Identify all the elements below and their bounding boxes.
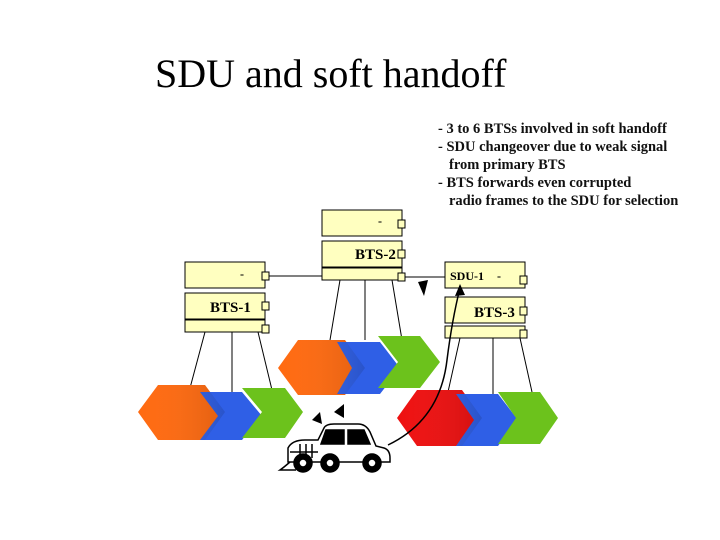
bts-1-station: - BTS-1 (184, 261, 273, 392)
pointer-triangle (312, 412, 322, 424)
note-line: radio frames to the SDU for selection (449, 193, 679, 209)
bts-3-cells (397, 390, 558, 446)
sdu-label: SDU-1 (450, 269, 484, 283)
antenna-line (447, 337, 461, 393)
bts-1-base-unit (184, 319, 266, 333)
connector-port (261, 301, 270, 311)
bts-2-station: - BTS-2 (321, 209, 406, 341)
bts-1-upper-unit (184, 261, 266, 289)
bts-3-main-unit (444, 296, 526, 324)
connector-port (519, 306, 528, 316)
bts-2-base-unit (321, 267, 403, 281)
bts-3-station: SDU-1 - BTS-3 (444, 261, 533, 395)
note-line: from primary BTS (449, 157, 566, 173)
bts-2-cells (278, 336, 440, 395)
bts-1-label: BTS-1 (210, 300, 251, 316)
slide-title: SDU and soft handoff (155, 51, 507, 96)
antenna-line (519, 337, 533, 393)
pointer-triangle (418, 280, 428, 296)
antenna-line (257, 331, 273, 391)
pointer-triangle (334, 404, 344, 418)
bts-2-top-mark: - (378, 214, 382, 228)
bts-3-base-unit (444, 325, 526, 339)
connector-port (519, 275, 528, 285)
sdu-unit (444, 261, 526, 289)
connector-port (397, 272, 406, 282)
cell-green (242, 388, 303, 438)
bts-1-top-mark: - (240, 267, 244, 281)
signal-path (387, 287, 461, 446)
bts-2-label: BTS-2 (355, 247, 396, 263)
antenna-line (329, 279, 341, 341)
note-line: - SDU changeover due to weak signal (438, 139, 668, 155)
connector-port (397, 249, 406, 259)
cell-green (498, 392, 558, 444)
bts-3-top-mark: - (497, 269, 501, 283)
cell-green (378, 336, 440, 388)
arrow-head (455, 284, 465, 296)
antenna-line (391, 279, 403, 341)
connector-port (519, 329, 528, 339)
antenna-line (189, 331, 206, 389)
bts-3-label: BTS-3 (474, 305, 515, 321)
bts-2-main-unit (321, 240, 403, 268)
notes-list: - 3 to 6 BTSs involved in soft handoff -… (438, 120, 678, 210)
bts-1-cells (138, 385, 303, 440)
car-icon (277, 423, 391, 473)
connector-port (397, 219, 406, 229)
connector-port (261, 324, 270, 334)
note-line: - 3 to 6 BTSs involved in soft handoff (438, 121, 667, 137)
note-line: - BTS forwards even corrupted (438, 175, 632, 191)
bts-2-upper-unit (321, 209, 403, 237)
connector-port (261, 271, 270, 281)
